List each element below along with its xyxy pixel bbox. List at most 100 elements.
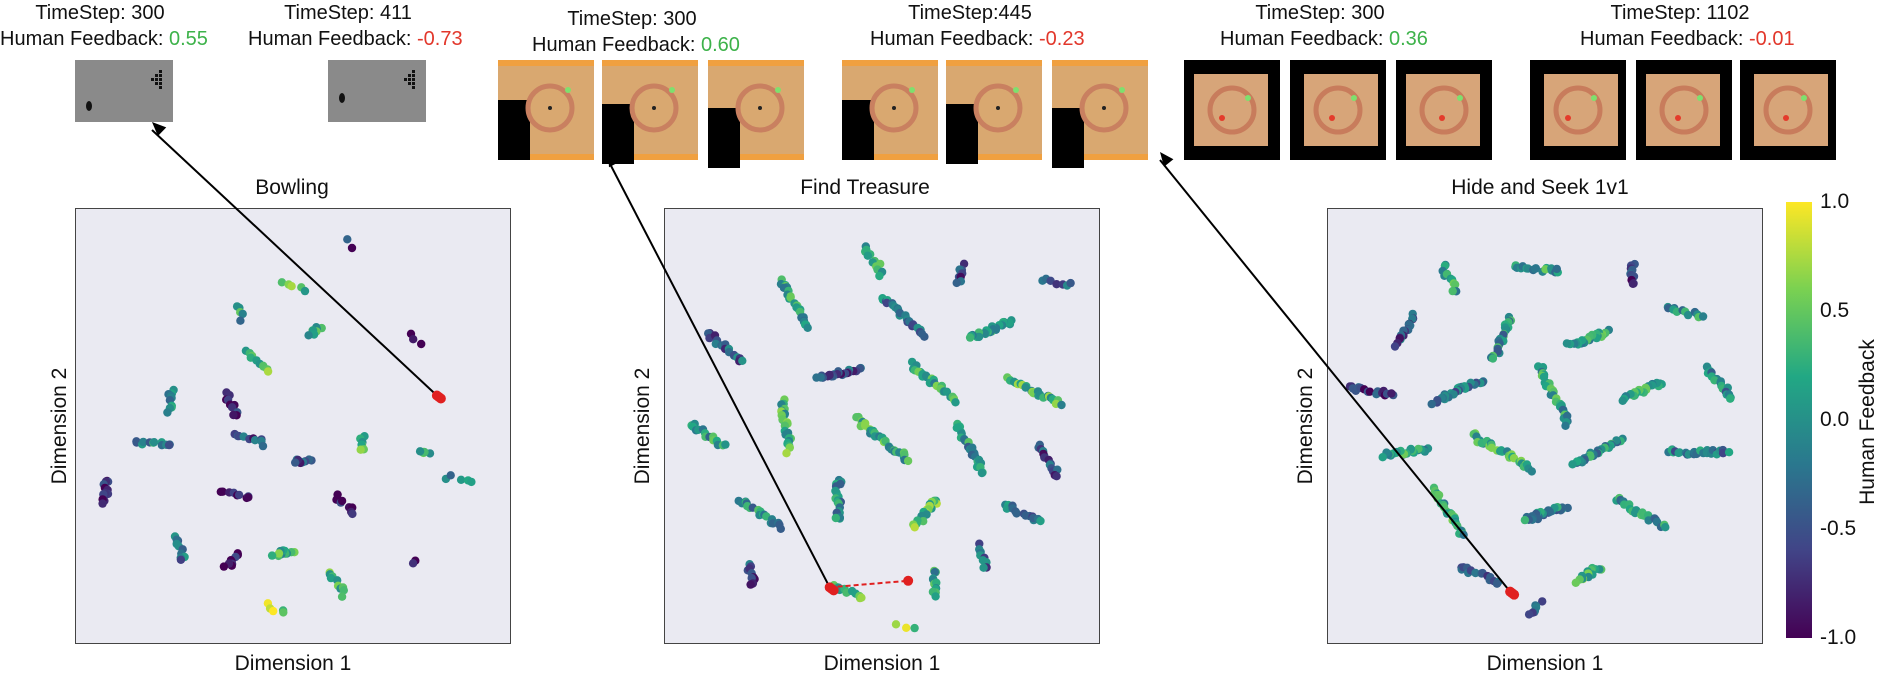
scatter-point	[1471, 568, 1480, 578]
maze-frame-icon	[602, 60, 698, 164]
scatter-point	[721, 440, 730, 449]
scatter-point	[1390, 342, 1400, 351]
timestep-label: TimeStep: 411	[284, 2, 412, 24]
chart-title-bowling: Bowling	[255, 176, 329, 199]
scatter-point	[456, 475, 466, 484]
scatter-point	[1527, 467, 1537, 476]
scatter-point	[291, 458, 300, 467]
scatter-point	[857, 593, 866, 602]
pointer-arrow-line	[1159, 159, 1511, 593]
scatter-point	[1488, 354, 1498, 363]
highlight-point	[828, 585, 839, 596]
scatter-point	[229, 410, 238, 420]
colorbar-tick: -0.5	[1820, 517, 1857, 540]
maze-frame-icon	[1636, 60, 1732, 160]
scatter-point	[931, 592, 940, 601]
plot-area-bowling	[75, 208, 511, 644]
annotation-bowling-2: TimeStep: 411 Human Feedback: -0.73	[248, 0, 463, 52]
scatter-point	[1520, 515, 1530, 525]
pointer-arrow-head	[608, 152, 620, 168]
scatter-point	[1387, 389, 1396, 398]
scatter-point	[1683, 310, 1693, 320]
scatter-point	[930, 567, 939, 577]
scatter-point	[1675, 448, 1684, 457]
scatter-point	[218, 487, 227, 496]
maze-frame-svg	[1396, 60, 1492, 160]
scatter-point	[803, 323, 812, 332]
maze-frame-icon	[1184, 60, 1280, 160]
maze-frame-svg	[946, 60, 1042, 164]
scatter-point	[139, 437, 148, 447]
scatter-points-0	[98, 235, 476, 617]
feedback-label: Human Feedback:	[870, 28, 1039, 50]
scatter-point	[176, 555, 186, 564]
scatter-point	[149, 438, 159, 447]
scatter-point	[287, 282, 296, 291]
scatter-point	[951, 398, 960, 407]
scatter-point	[250, 436, 260, 445]
scatter-point	[1492, 579, 1502, 588]
scatter-point	[1698, 312, 1708, 321]
scatter-point	[1561, 421, 1570, 430]
scatter-point	[339, 586, 348, 595]
maze-frame-svg	[1052, 60, 1148, 168]
maze-frame-icon	[1052, 60, 1148, 168]
scatter-point	[467, 477, 476, 487]
scatter-point	[891, 620, 901, 629]
timestep-label: TimeStep: 300	[35, 2, 165, 24]
maze-frame-svg	[1184, 60, 1280, 160]
timestep-label: TimeStep: 1102	[1610, 2, 1750, 24]
scatter-point	[347, 243, 357, 253]
maze-frame-icon	[1396, 60, 1492, 160]
maze-frame-icon	[842, 60, 938, 160]
scatter-point	[234, 490, 244, 500]
maze-frame-icon	[708, 60, 804, 168]
feedback-value: -0.73	[416, 28, 463, 50]
scatter-point	[163, 408, 172, 417]
scatter-point	[1618, 396, 1627, 405]
scatter-point	[408, 559, 418, 568]
scatter-point	[1450, 280, 1460, 289]
feedback-label: Human Feedback:	[0, 28, 169, 50]
feedback-label: Human Feedback:	[532, 34, 701, 56]
bowling-frame-svg	[75, 60, 173, 122]
scatter-point	[300, 286, 310, 296]
scatter-point	[1562, 339, 1572, 348]
scatter-point	[1378, 453, 1387, 462]
scatter-point	[910, 623, 919, 633]
scatter-point	[1538, 597, 1547, 606]
scatter-point	[1036, 516, 1045, 526]
pointer-arrow-head	[1160, 152, 1174, 167]
maze-frame-svg	[1740, 60, 1836, 160]
scatter-point	[1726, 394, 1735, 403]
feedback-label: Human Feedback:	[248, 28, 417, 50]
scatter-point	[1524, 610, 1534, 619]
chart-title-hide-seek: Hide and Seek 1v1	[1451, 176, 1629, 199]
scatter-point	[1724, 448, 1734, 457]
colorbar-tick: 1.0	[1820, 190, 1850, 213]
x-axis-label-hide-seek: Dimension 1	[1486, 652, 1604, 675]
scatter-point	[977, 468, 987, 478]
maze-frame-svg	[498, 60, 594, 160]
highlight-point	[1509, 589, 1520, 600]
feedback-value: -0.01	[1748, 28, 1795, 50]
colorbar-tick: 0.5	[1820, 299, 1850, 322]
maze-frame-icon	[946, 60, 1042, 164]
scatter-point	[236, 316, 245, 325]
highlight-link	[829, 579, 909, 589]
scatter-point	[831, 513, 840, 523]
bowling-frame-icon	[75, 60, 173, 122]
scatter-point	[1710, 376, 1719, 385]
chart-title-find-treasure: Find Treasure	[800, 176, 930, 199]
pointer-arrow-line	[151, 129, 438, 397]
scatter-point	[1661, 523, 1670, 532]
scatter-point	[1448, 286, 1457, 296]
highlight-point	[435, 393, 446, 404]
scatter-point	[1052, 472, 1061, 481]
scatter-point	[244, 493, 253, 502]
scatter-point	[974, 332, 984, 342]
scatter-point	[1628, 279, 1638, 288]
scatter-point	[746, 580, 755, 589]
scatter-point	[417, 339, 426, 349]
scatter-point	[415, 447, 425, 456]
